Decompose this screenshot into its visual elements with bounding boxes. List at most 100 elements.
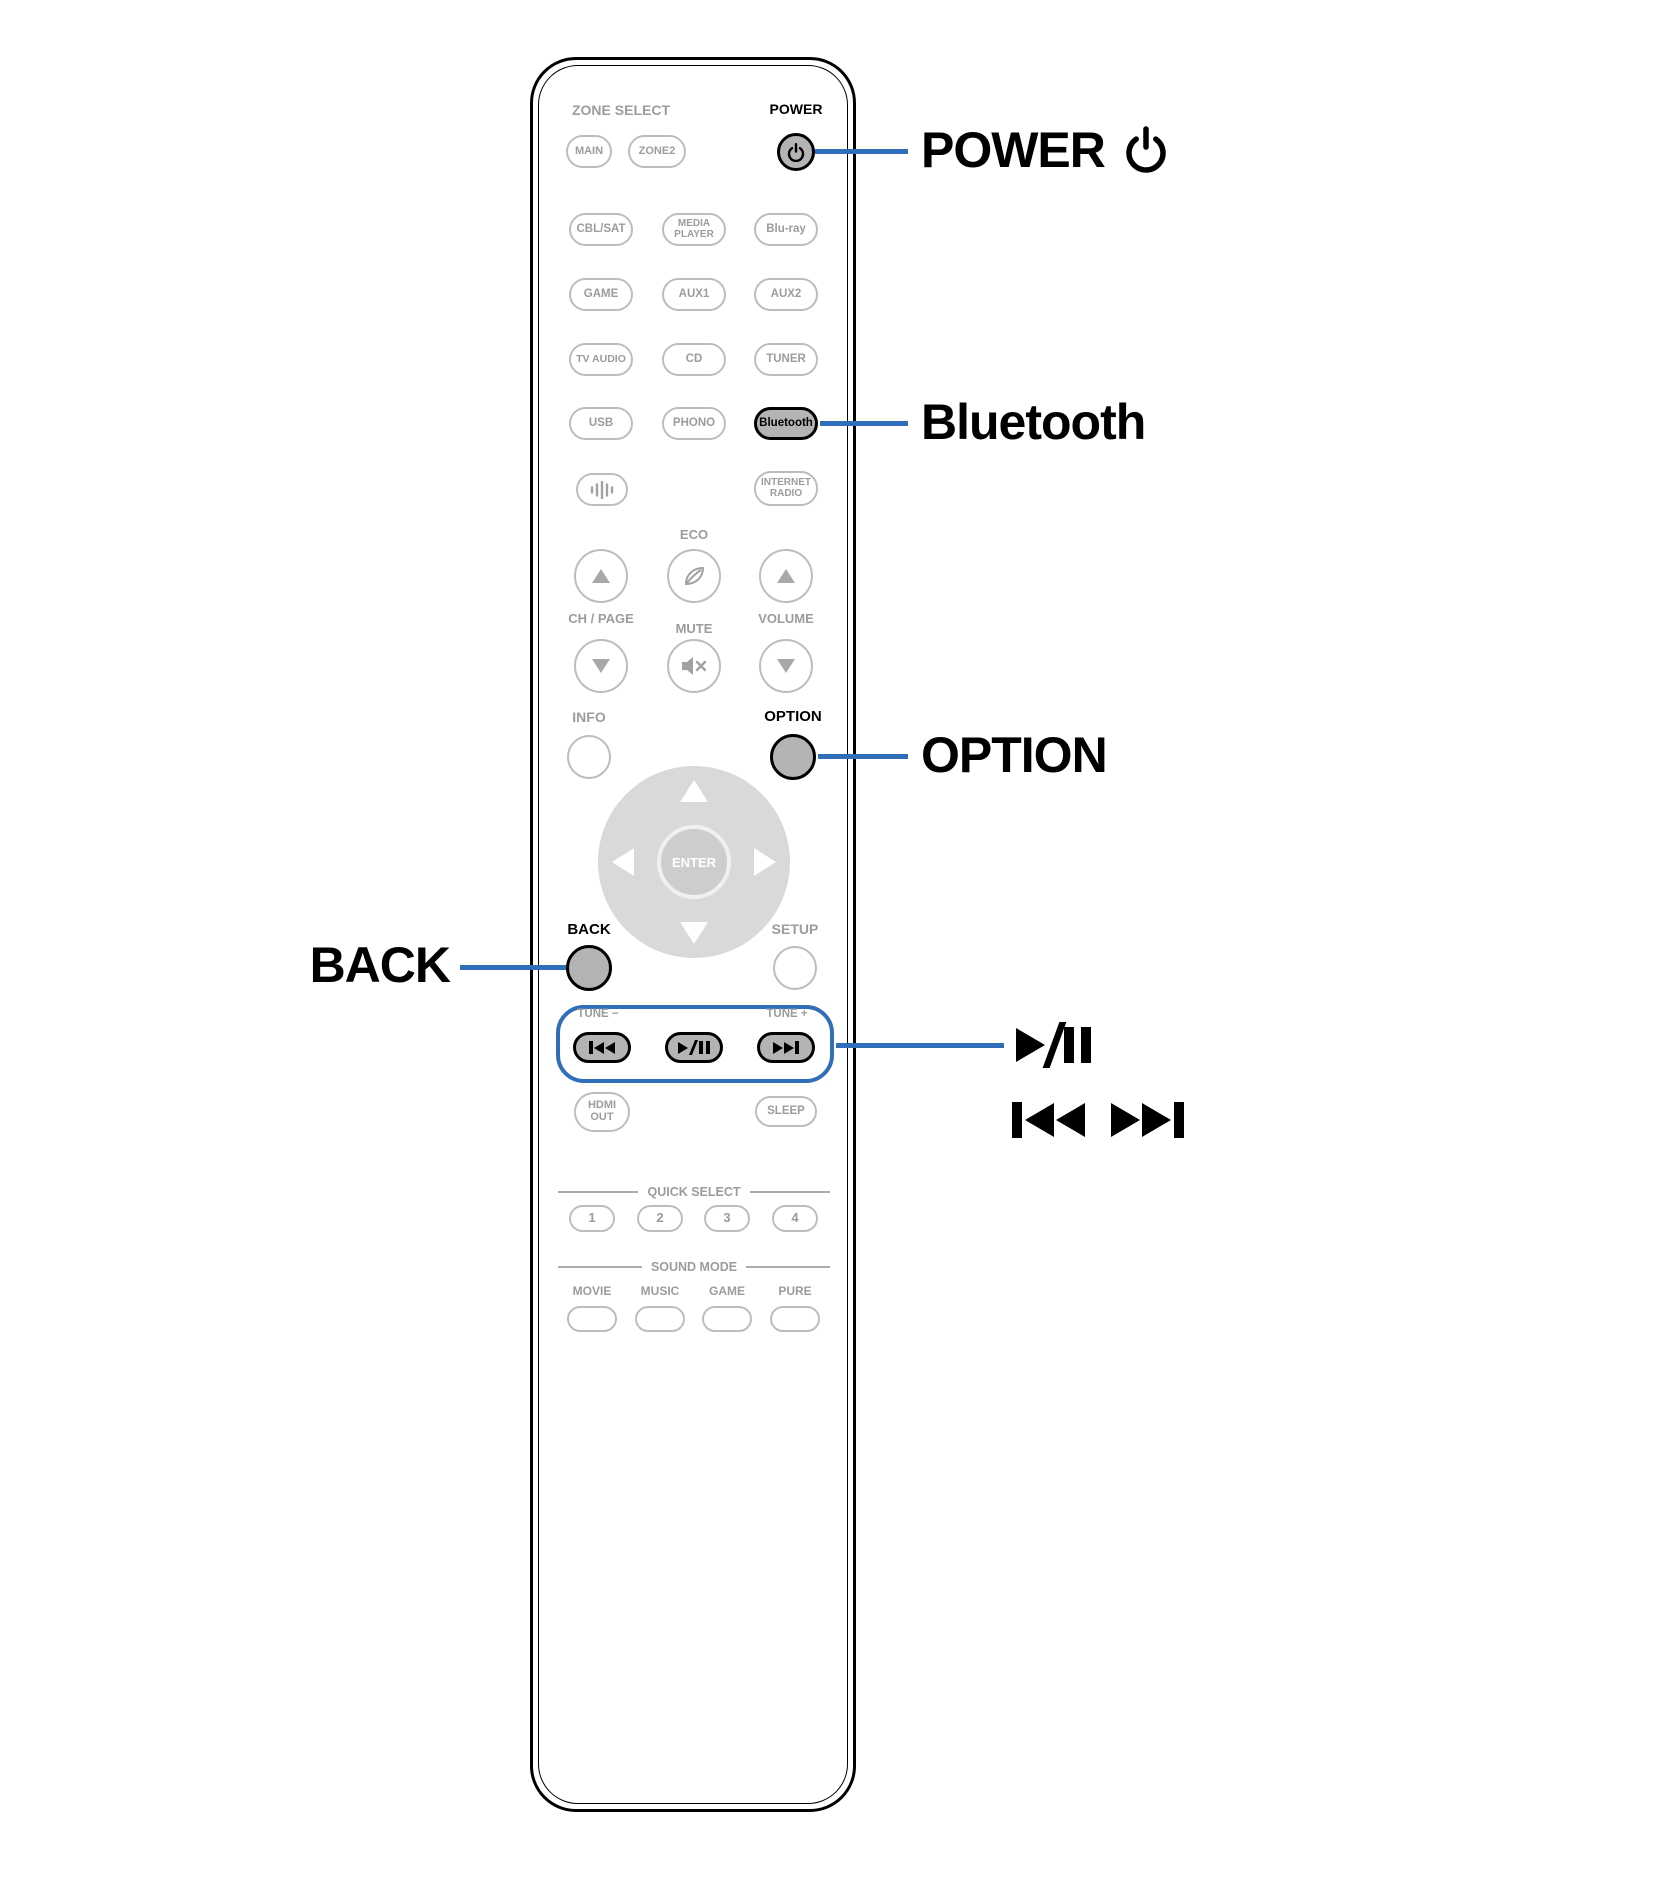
movie-button (567, 1306, 617, 1332)
ch-page-label: CH / PAGE (568, 611, 634, 626)
back-label: BACK (567, 921, 611, 938)
quick-select-3-button: 3 (704, 1205, 750, 1232)
game-button: GAME (569, 278, 633, 311)
skip-back-icon (589, 1041, 615, 1054)
quick-select-1-button: 1 (569, 1205, 615, 1232)
quick-select-4-button: 4 (772, 1205, 818, 1232)
callout-back: BACK (300, 937, 451, 993)
pure-button (770, 1306, 820, 1332)
sound-mode-label: SOUND MODE (650, 1260, 738, 1274)
quick-select-label: QUICK SELECT (647, 1185, 741, 1199)
movie-label: MOVIE (572, 1284, 612, 1298)
skip-back-bar-icon (1012, 1102, 1022, 1138)
skip-forward-icon (1142, 1103, 1171, 1137)
game-mode-label: GAME (709, 1284, 745, 1298)
option-button (770, 734, 816, 780)
info-button (567, 735, 611, 779)
aux1-button: AUX1 (662, 278, 726, 311)
callout-bluetooth: Bluetooth (921, 394, 1146, 450)
callout-play-pause (1016, 1022, 1091, 1068)
phono-button: PHONO (662, 407, 726, 440)
power-icon (787, 143, 805, 162)
quick-select-2-button: 2 (637, 1205, 683, 1232)
callout-option-label: OPTION (921, 727, 1108, 783)
play-icon (1016, 1028, 1045, 1062)
blu-ray-button: Blu-ray (754, 213, 818, 246)
bluetooth-button: Bluetooth (754, 407, 818, 440)
quick-select-section-header: QUICK SELECT (558, 1185, 830, 1199)
cbl-sat-button: CBL/SAT (569, 213, 633, 246)
divider-line (749, 1191, 830, 1193)
power-top-label: POWER (769, 101, 823, 117)
up-arrow-icon (592, 569, 610, 583)
mute-button (667, 639, 721, 693)
skip-forward-icon (773, 1041, 799, 1054)
callout-bluetooth-label: Bluetooth (921, 394, 1146, 450)
play-pause-button (665, 1032, 723, 1063)
transport-group-outline (556, 1005, 834, 1083)
skip-forward-bar-icon (1174, 1102, 1184, 1138)
info-label: INFO (572, 709, 606, 725)
pause-bar-icon (1064, 1027, 1074, 1063)
volume-up-button (759, 549, 813, 603)
pause-bar-icon (1081, 1027, 1091, 1063)
tune-minus-label: TUNE − (577, 1008, 619, 1020)
media-player-button: MEDIA PLAYER (662, 213, 726, 246)
direction-pad: ENTER (598, 766, 790, 958)
channel-up-button (574, 549, 628, 603)
tuner-button: TUNER (754, 343, 818, 376)
eco-button (667, 549, 721, 603)
callout-line-back (460, 965, 566, 970)
power-button (777, 133, 815, 171)
divider-line (746, 1266, 830, 1268)
music-button (635, 1306, 685, 1332)
option-label: OPTION (764, 708, 822, 725)
skip-forward-icon (1111, 1103, 1140, 1137)
skip-forward-button (757, 1032, 815, 1063)
power-icon (1126, 126, 1166, 173)
dpad-left-icon (612, 848, 634, 876)
callout-line-option (818, 754, 908, 759)
dpad-down-icon (680, 922, 708, 944)
setup-button (773, 946, 817, 990)
volume-down-button (759, 639, 813, 693)
main-zone-button: MAIN (566, 135, 612, 168)
dpad-right-icon (754, 848, 776, 876)
pure-label: PURE (778, 1284, 812, 1298)
divider-line (558, 1266, 642, 1268)
tv-audio-button: TV AUDIO (569, 343, 633, 376)
sleep-button: SLEEP (755, 1096, 817, 1127)
equalizer-icon (590, 480, 614, 499)
hdmi-out-button: HDMI OUT (574, 1092, 630, 1132)
eco-label: ECO (679, 527, 709, 542)
back-button (566, 945, 612, 991)
callout-power: POWER (921, 124, 1171, 176)
callout-back-label: BACK (309, 937, 451, 993)
zone2-button: ZONE2 (628, 135, 686, 168)
skip-back-icon (1025, 1103, 1054, 1137)
slash-icon (1042, 1022, 1067, 1068)
skip-back-icon (1056, 1103, 1085, 1137)
mute-label: MUTE (675, 621, 713, 636)
aux2-button: AUX2 (754, 278, 818, 311)
cd-button: CD (662, 343, 726, 376)
down-arrow-icon (777, 659, 795, 673)
leaf-icon (684, 566, 705, 586)
play-pause-icon (678, 1040, 710, 1055)
callout-power-label: POWER (921, 122, 1106, 178)
callout-line-transport (836, 1043, 1004, 1048)
down-arrow-icon (592, 659, 610, 673)
callout-skip (1012, 1102, 1184, 1138)
volume-label: VOLUME (758, 611, 814, 626)
callout-line-power (815, 149, 908, 154)
internet-radio-button: INTERNET RADIO (754, 471, 818, 506)
enter-button: ENTER (657, 825, 731, 899)
callout-line-bluetooth (820, 421, 908, 426)
zone-select-label: ZONE SELECT (571, 102, 670, 118)
tune-plus-label: TUNE + (766, 1008, 808, 1020)
music-label: MUSIC (640, 1284, 680, 1298)
network-button (576, 473, 628, 506)
speaker-mute-icon (682, 657, 707, 675)
callout-option: OPTION (921, 727, 1108, 783)
